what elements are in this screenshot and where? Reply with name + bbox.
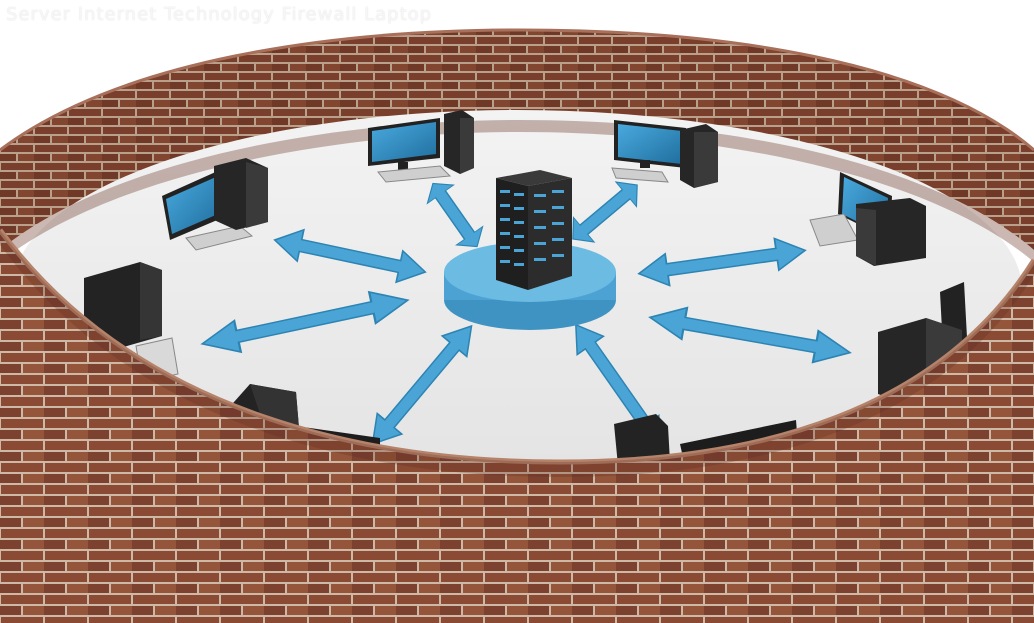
desktop-computer-icon [809,172,926,266]
computers [84,110,968,466]
desktop-computer-icon [162,158,268,251]
brick-wall [0,228,1034,623]
desktop-computer-icon [368,110,474,183]
desktop-computer-icon [611,120,718,188]
image-caption: Server Internet Technology Firewall Lapt… [6,4,433,25]
server-platform [444,242,616,330]
server-rack-icon [496,170,572,290]
brick-wall [0,28,1034,250]
